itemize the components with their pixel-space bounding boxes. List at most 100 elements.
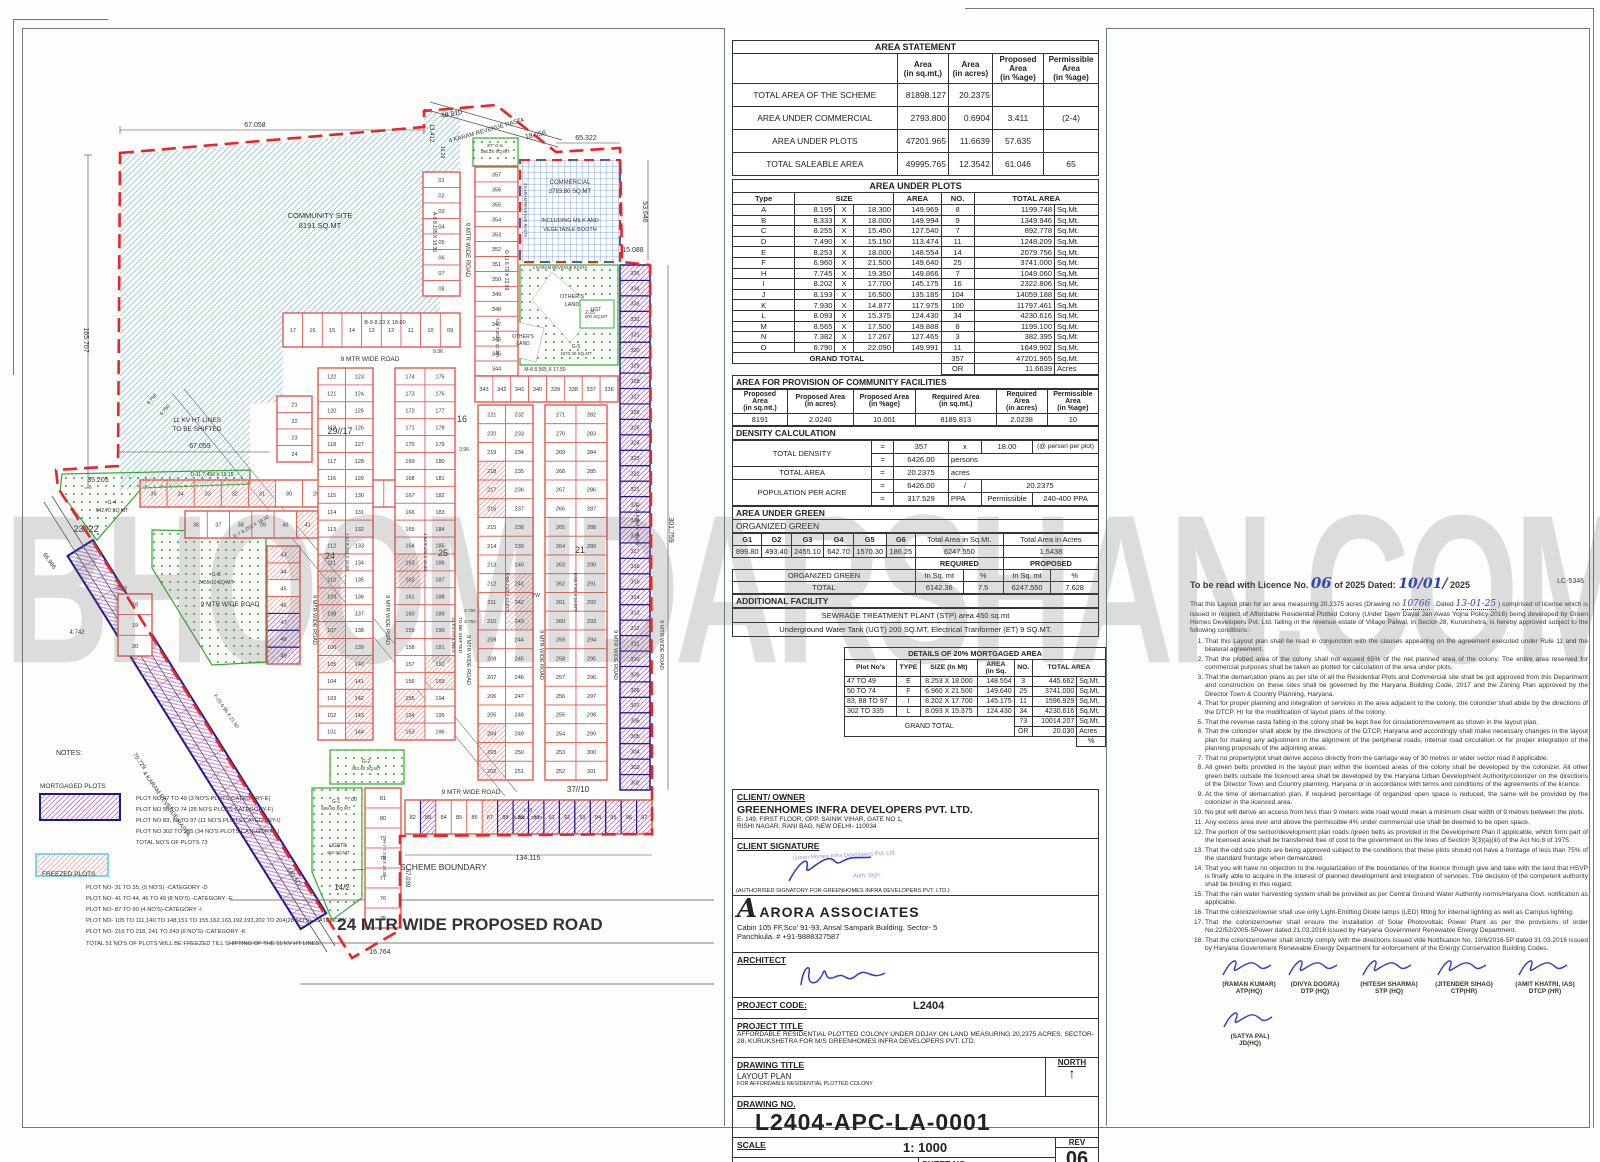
map-label: 53.646 bbox=[641, 201, 648, 223]
plot-number: 327 bbox=[630, 394, 639, 400]
plot-number: 247 bbox=[515, 694, 524, 700]
map-label: PLOT NO 83, 88 TO 97 (11 NO'S PLOTS CATE… bbox=[136, 818, 281, 824]
table-cell: E bbox=[896, 675, 921, 687]
plot-number: 190 bbox=[435, 628, 444, 634]
title-block: CLIENT/ OWNER GREENHOMES INFRA DEVELOPER… bbox=[732, 788, 1099, 1162]
plot-number: 254 bbox=[556, 731, 565, 737]
plot-number: 111 bbox=[327, 561, 336, 567]
plot-number: 319 bbox=[630, 518, 639, 524]
drawing-date-handwritten: 13-01-25 bbox=[1455, 599, 1497, 610]
map-label: 699.60 SQ MT bbox=[321, 806, 351, 811]
table-cell: X bbox=[834, 256, 854, 269]
drawing-title-sub: FOR AFFORDABLE RESIDENTIAL PLOTTED COLON… bbox=[737, 1080, 873, 1087]
licence-condition: No plot will derive an access from less … bbox=[1205, 809, 1588, 817]
plot-number: 84 bbox=[440, 815, 446, 821]
plot-number: 133 bbox=[355, 544, 364, 550]
north-arrow-icon: ↑ bbox=[1068, 1064, 1076, 1081]
plot-number: 09 bbox=[447, 328, 453, 334]
signatory-role: STP (HQ) bbox=[1375, 988, 1403, 996]
table-cell: Sq.Mt. bbox=[1054, 309, 1099, 322]
table-cell: 34 bbox=[1013, 705, 1033, 717]
table-cell: 11 bbox=[940, 235, 975, 248]
table-cell: Sq.Mt. bbox=[1054, 246, 1099, 258]
map-label: 48.810 bbox=[441, 109, 463, 120]
table-cell: 8.093 bbox=[794, 309, 836, 322]
plot-number: 141 bbox=[355, 679, 364, 685]
plot-number: 29 bbox=[313, 492, 319, 498]
rev-value: 06 bbox=[1065, 1147, 1089, 1162]
map-label: 301.759 bbox=[667, 517, 674, 542]
table-cell: Sq.Mt. bbox=[1054, 331, 1099, 343]
plot-number: 95 bbox=[610, 815, 616, 821]
plot-group-outline bbox=[282, 312, 461, 348]
table-cell: 81898.127 bbox=[896, 83, 949, 107]
table-cell: Sq.Mt. bbox=[1054, 225, 1099, 237]
plot-number: 196 bbox=[435, 730, 444, 736]
map-label: A-8 8.195 X 18.30 bbox=[431, 212, 437, 253]
plot-number: 349 bbox=[492, 292, 501, 298]
plot-number: 332 bbox=[630, 317, 639, 323]
table-cell: 17.700 bbox=[852, 278, 895, 290]
map-label: PLOT NO 50 TO 74 (25 NO'S PLOTS CATEGORY… bbox=[136, 807, 273, 813]
plot-number: 93 bbox=[579, 815, 585, 821]
plot-number: 01 bbox=[438, 178, 444, 184]
client-signature-scribble bbox=[788, 855, 872, 881]
plot-number: 346 bbox=[492, 337, 501, 343]
table-cell: 8 bbox=[940, 320, 975, 333]
plot-number: 219 bbox=[487, 450, 496, 456]
licence-condition: That you will have no objection to the r… bbox=[1205, 865, 1588, 890]
plot-number: 205 bbox=[487, 713, 496, 719]
plot-number: 287 bbox=[587, 506, 596, 512]
table-cell: 8.202 X 17.700 bbox=[919, 695, 979, 707]
table-cell: 49995.765 bbox=[896, 152, 949, 176]
architect-label: ARCHITECT bbox=[737, 954, 787, 965]
plot-number: 256 bbox=[556, 694, 565, 700]
table-cell: K bbox=[731, 299, 796, 311]
plot-number: 220 bbox=[487, 431, 496, 437]
plot-number: 217 bbox=[487, 488, 496, 494]
map-label: F-25 6.96 X 21.50 bbox=[212, 693, 240, 729]
plot-number: 153 bbox=[405, 730, 414, 736]
mortgaged-table: Plot No's TYPE SIZE (In Mt) AREA (in Sq.… bbox=[843, 658, 1107, 747]
map-label: I-10 bbox=[524, 808, 533, 814]
aup-or: OR bbox=[940, 362, 975, 375]
table-cell: Sq.Mt. bbox=[1054, 214, 1099, 227]
map-label: 15.088 bbox=[622, 247, 644, 254]
signatory-role: DTCP (HR) bbox=[1528, 988, 1562, 996]
table-cell bbox=[991, 83, 1045, 107]
plot-number: 271 bbox=[556, 413, 565, 419]
plot-number: 139 bbox=[355, 645, 364, 651]
drawing-no-row: DRAWING NO. L2404-APC-LA-0001 bbox=[733, 1097, 1098, 1138]
density-title: DENSITY CALCULATION bbox=[732, 425, 1099, 440]
plot-number: 309 bbox=[630, 672, 639, 678]
table-cell: Sq.Mt. bbox=[1054, 278, 1099, 290]
map-label: 9 MTR WIDE ROAD bbox=[442, 789, 501, 796]
north-label: NORTH bbox=[1057, 1057, 1087, 1067]
map-label: 2793.80 SQ.MT bbox=[549, 189, 592, 195]
table-cell: 127.540 bbox=[893, 225, 942, 237]
signatory: (SATYA PAL)JD(HQ) bbox=[1205, 1007, 1295, 1047]
licence-condition: That the colonizer/owner shall use only … bbox=[1205, 909, 1588, 917]
plot-number: 312 bbox=[630, 626, 639, 632]
table-cell: 20.2375 bbox=[947, 83, 993, 107]
map-label: 66.986 bbox=[41, 552, 57, 571]
signatory-name: (DIVYA DOGRA) bbox=[1290, 981, 1340, 989]
map-label: 2.25 bbox=[585, 310, 595, 316]
plot-number: 261 bbox=[556, 600, 565, 606]
table-cell: 149.866 bbox=[893, 267, 942, 280]
licence-condition: That the rain water harvesting system sh… bbox=[1205, 891, 1588, 908]
rev-label: REV bbox=[1056, 1138, 1098, 1148]
table-cell: X bbox=[834, 225, 854, 237]
table-cell: 113.474 bbox=[893, 235, 942, 248]
plot-number: 86 bbox=[471, 815, 477, 821]
map-label: 186.25 SQ.MT bbox=[480, 149, 510, 154]
map-label: LAND bbox=[565, 302, 580, 308]
aup-grand-total: 47201.965 bbox=[973, 352, 1056, 364]
density-table: TOTAL DENSITY = 357 x 18.00 (@ person pe… bbox=[731, 439, 1100, 506]
plot-number: 126 bbox=[355, 425, 364, 431]
